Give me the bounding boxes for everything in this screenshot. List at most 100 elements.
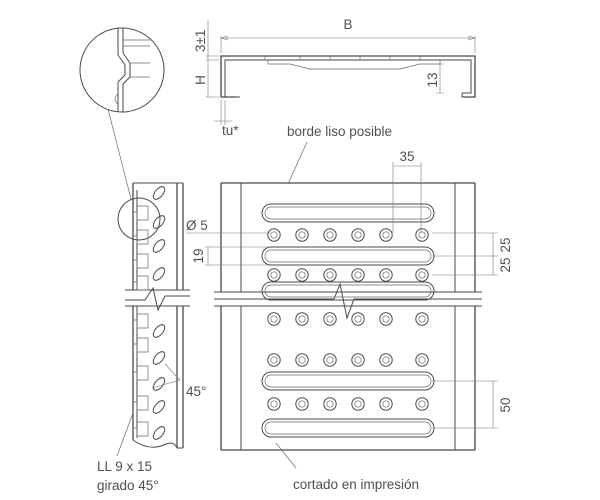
hole-inner [270,315,278,323]
hole [379,312,393,326]
hole-inner [326,356,334,364]
hole [295,353,309,367]
dim-13-label: 13 [425,72,440,87]
hole [415,228,429,242]
hole [379,397,393,411]
hole [351,228,365,242]
dim-25a-label: 25 [498,237,513,252]
side-tab [133,395,149,411]
plan-holes [267,228,429,411]
hole [295,397,309,411]
hole [323,312,337,326]
dim-tu-label: tu* [222,123,239,138]
side-slot [152,377,166,391]
slot-leader [116,412,134,457]
detail-magnifier [79,27,165,241]
plan-view: borde liso posible 35 Ø 5 19 25 25 50 co… [186,124,513,492]
hole-inner [354,271,362,279]
side-slot [152,267,166,281]
hole-inner [418,315,426,323]
side-tab [133,365,149,381]
dim-line-tu [214,100,232,125]
hole-inner [270,231,278,239]
plan-long-slots [261,203,435,438]
long-slot-inner [264,206,432,220]
hole [267,268,281,282]
hole [351,268,365,282]
hole-inner [298,356,306,364]
long-slot [261,281,435,301]
side-tab [133,253,149,269]
emboss-profile [264,56,441,70]
long-slot-inner [264,374,432,388]
hole [295,228,309,242]
hole-inner [382,271,390,279]
dim-line-13 [436,63,444,94]
side-slot [152,324,166,338]
side-tab [133,337,149,353]
long-slot-inner [264,421,432,435]
hole-inner [298,315,306,323]
long-slot [261,203,435,223]
side-slot [152,426,166,440]
hole [379,353,393,367]
dim-35-label: 35 [399,149,414,164]
plan-outline [220,182,476,451]
break-symbol-side [125,286,190,312]
hole-inner [270,400,278,408]
long-slot-inner [264,249,432,263]
side-slot [152,351,166,365]
tray-profile-inner [224,59,472,98]
hole [267,228,281,242]
hole-inner [354,231,362,239]
side-slots [152,186,166,440]
hole-inner [270,271,278,279]
dim-line-h [206,20,219,98]
hole [379,228,393,242]
dim-line-50 [432,380,498,429]
dim-50-label: 50 [498,397,513,412]
hole [267,312,281,326]
dim-line-35 [392,162,422,233]
hole [415,268,429,282]
side-view: 45° LL 9 x 15 girado 45° [97,182,206,493]
hole-inner [326,271,334,279]
long-slot-inner [264,284,432,298]
hole [415,353,429,367]
hole-inner [326,231,334,239]
hole [323,268,337,282]
side-tab [133,313,149,329]
dim-25b-label: 25 [498,257,513,272]
dim-line-25 [432,232,498,276]
slot-label-line2: girado 45° [97,478,159,493]
edge-note-label: borde liso posible [287,124,392,139]
edge-note-leader [287,141,308,185]
hole [323,397,337,411]
hole [415,312,429,326]
side-slot [152,215,166,229]
hole-inner [418,271,426,279]
dim-line-b [220,36,476,53]
hole-inner [326,400,334,408]
dim-tol-label: 3±1 [193,30,208,52]
side-tab [133,229,149,245]
side-tab [133,421,149,437]
hole-inner [382,315,390,323]
side-slot [152,400,166,414]
dim-45-label: 45° [186,384,206,399]
cut-note-leader [275,442,297,469]
hole [267,397,281,411]
hole [295,312,309,326]
hole [351,353,365,367]
dim-line-19 [205,246,268,266]
hole-inner [418,400,426,408]
hole-inner [298,231,306,239]
hole [351,312,365,326]
hole-inner [354,356,362,364]
hole [267,353,281,367]
hole-inner [382,400,390,408]
tray-profile-outer [220,55,476,98]
dim-b-label: B [343,17,352,32]
